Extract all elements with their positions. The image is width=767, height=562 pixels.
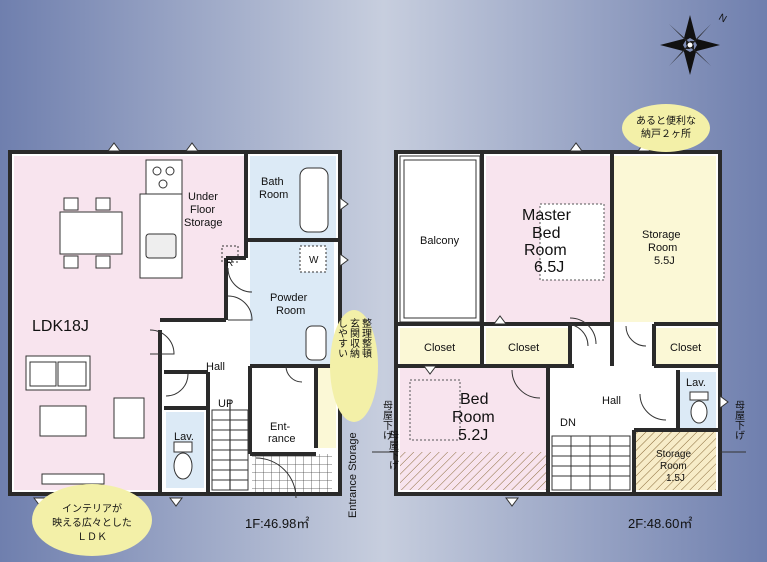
floor2-lav-label: Lav. [686, 377, 706, 389]
powder-room-label-2: Room [276, 305, 305, 317]
floor2-parent-roof-left: 母屋下げ [387, 430, 399, 470]
closet-c-area [656, 328, 716, 364]
bed-room-low-ceiling [400, 452, 546, 490]
ldk-callout [32, 484, 152, 556]
nando-callout-text-2: 納戸２ヶ所 [641, 127, 691, 140]
w-mark: W [309, 255, 319, 266]
bed-room-label-2: Room [452, 409, 495, 426]
small-storage-label-2: Room [660, 461, 687, 472]
floor1-hall-label: Hall [206, 361, 225, 373]
closet-b-label: Closet [508, 342, 539, 354]
living-sofa [25, 355, 145, 485]
bed-room-bed [409, 379, 461, 441]
under-floor-storage-label-1: Under [188, 191, 218, 203]
master-label-2: Bed [532, 225, 560, 242]
entrance-label-2: rance [268, 433, 296, 445]
entrance-storage-area [316, 368, 336, 448]
small-storage-label-1: Storage [656, 449, 691, 460]
floor1-parent-roof-label: 母屋下げ [381, 400, 393, 440]
floor2-toilet [689, 391, 709, 424]
floor2-hall-label: Hall [602, 395, 621, 407]
floor-1-plan [8, 142, 349, 507]
compass-icon [660, 15, 720, 75]
under-floor-storage-label-2: Floor [190, 204, 215, 216]
floor1-lav-label: Lav. [174, 431, 194, 443]
closet-c-label: Closet [670, 342, 701, 354]
entrance-floor [252, 454, 332, 492]
floor2-area-caption: 2F:48.60㎡ [628, 516, 692, 531]
ldk-label: LDK18J [32, 318, 89, 335]
master-label-4: 6.5J [534, 259, 564, 276]
dining-table [59, 197, 123, 269]
floor2-stairs [551, 435, 631, 491]
storage-room-label-3: 5.5J [654, 255, 675, 267]
entrance-callout-col-1: しやすい [336, 318, 348, 358]
floor1-area-caption: 1F:46.98㎡ [245, 516, 309, 531]
floor1-stairs [211, 400, 249, 491]
bed-room-label-3: 5.2J [458, 427, 488, 444]
closet-a-label: Closet [424, 342, 455, 354]
powder-room-label-1: Powder [270, 292, 308, 304]
storage-room-label-2: Room [648, 242, 677, 254]
ldk-callout-text-1: インテリアが [62, 502, 122, 515]
r-mark: R [226, 258, 233, 269]
closet-b-area [486, 328, 568, 364]
dn-label: DN [560, 417, 576, 429]
bath-tub [299, 167, 329, 233]
bath-room-label-1: Bath [261, 176, 284, 188]
nando-callout-text-1: あると便利な [636, 114, 696, 127]
closet-a-area [400, 328, 480, 364]
kitchen-counter [139, 159, 239, 279]
master-label-1: Master [522, 207, 572, 224]
entrance-callout-col-2: 玄関収納 [348, 317, 360, 359]
small-storage-label-3: 1.5J [666, 473, 685, 484]
entrance-storage-callout [330, 310, 378, 422]
nando-callout [622, 104, 710, 152]
entrance-storage-label: Entrance Storage [347, 432, 359, 518]
master-bed [539, 203, 605, 281]
vanity [305, 325, 327, 361]
master-label-3: Room [524, 242, 567, 259]
under-floor-storage-label-3: Storage [184, 217, 223, 229]
entrance-label-1: Ent- [270, 421, 291, 433]
washer-space [299, 245, 327, 273]
floor-2-plan [394, 142, 729, 507]
bath-room-label-2: Room [259, 189, 288, 201]
bed-room-label-1: Bed [460, 391, 488, 408]
ldk-callout-text-2: 映える広々とした [52, 516, 132, 529]
north-label: N [717, 12, 729, 25]
storage-room-area [614, 156, 716, 322]
balcony-label: Balcony [420, 235, 460, 247]
small-storage-area [636, 432, 716, 490]
entrance-callout-col-3: 整理整頓 [360, 317, 372, 359]
ldk-callout-text-3: ＬＤＫ [77, 532, 107, 543]
up-label: UP [218, 398, 233, 410]
floor1-toilet [173, 441, 193, 480]
storage-room-label-1: Storage [642, 229, 681, 241]
floor2-parent-roof-right: 母屋下げ [733, 400, 745, 440]
